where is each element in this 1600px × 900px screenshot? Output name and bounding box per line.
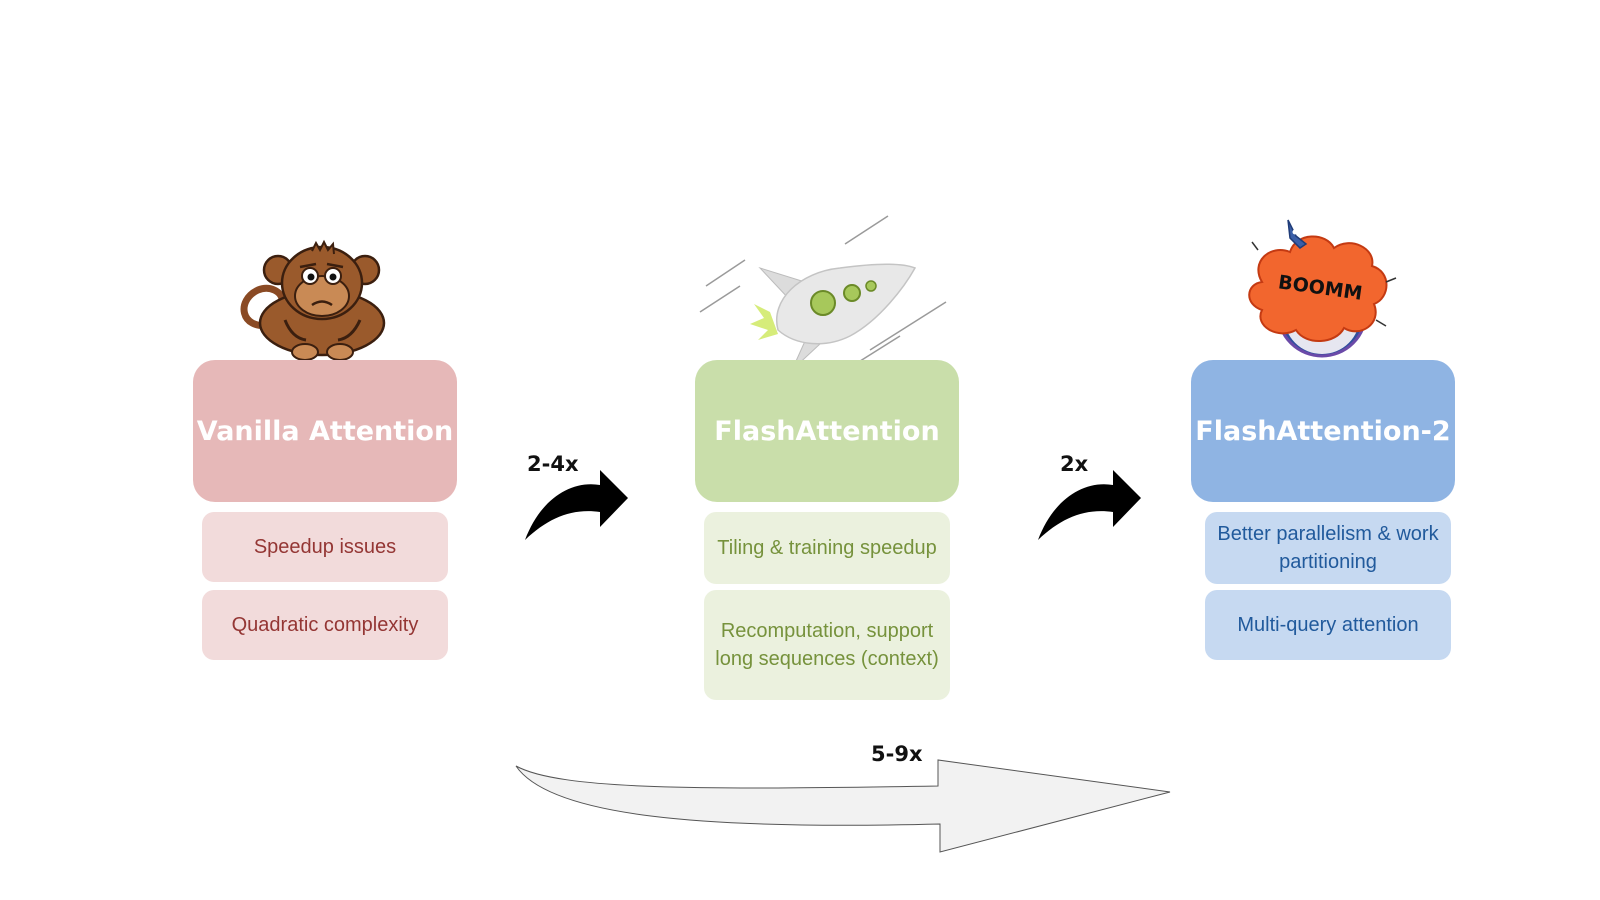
curved-arrow-icon: [525, 470, 628, 540]
overall-arrow-icon: [515, 759, 1171, 853]
tiling-note: Tiling & training speedup: [704, 512, 950, 584]
note-text: Multi-query attention: [1237, 614, 1419, 636]
recomputation-note: Recomputation, support long sequences (c…: [704, 590, 950, 700]
vanilla-attention-box: Vanilla Attention: [193, 360, 457, 502]
speedup-label-2x: 2x: [1060, 452, 1089, 476]
flashattention-box: FlashAttention: [695, 360, 959, 502]
note-text: Tiling & training speedup: [717, 537, 937, 559]
speedup-label-2-4x: 2-4x: [527, 452, 579, 476]
flashattention-2-box: FlashAttention-2: [1191, 360, 1455, 502]
parallelism-note: Better parallelism & work partitioning: [1205, 512, 1451, 584]
stage-title: Vanilla Attention: [196, 415, 454, 447]
note-text: Speedup issues: [253, 536, 397, 558]
speedup-issues-note: Speedup issues: [202, 512, 448, 582]
stage-title: FlashAttention-2: [1195, 415, 1451, 447]
explosion-icon: BOOMM: [1248, 219, 1397, 358]
monkey-icon: [240, 239, 386, 361]
speedup-label-overall: 5-9x: [871, 742, 923, 766]
stage-title: FlashAttention: [714, 415, 940, 447]
curved-arrow-icon: [1038, 470, 1141, 540]
multi-query-note: Multi-query attention: [1205, 590, 1451, 660]
note-text: Better parallelism & work partitioning: [1217, 523, 1439, 573]
note-text: Recomputation, support long sequences (c…: [715, 620, 939, 670]
quadratic-complexity-note: Quadratic complexity: [202, 590, 448, 660]
note-text: Quadratic complexity: [231, 614, 419, 636]
